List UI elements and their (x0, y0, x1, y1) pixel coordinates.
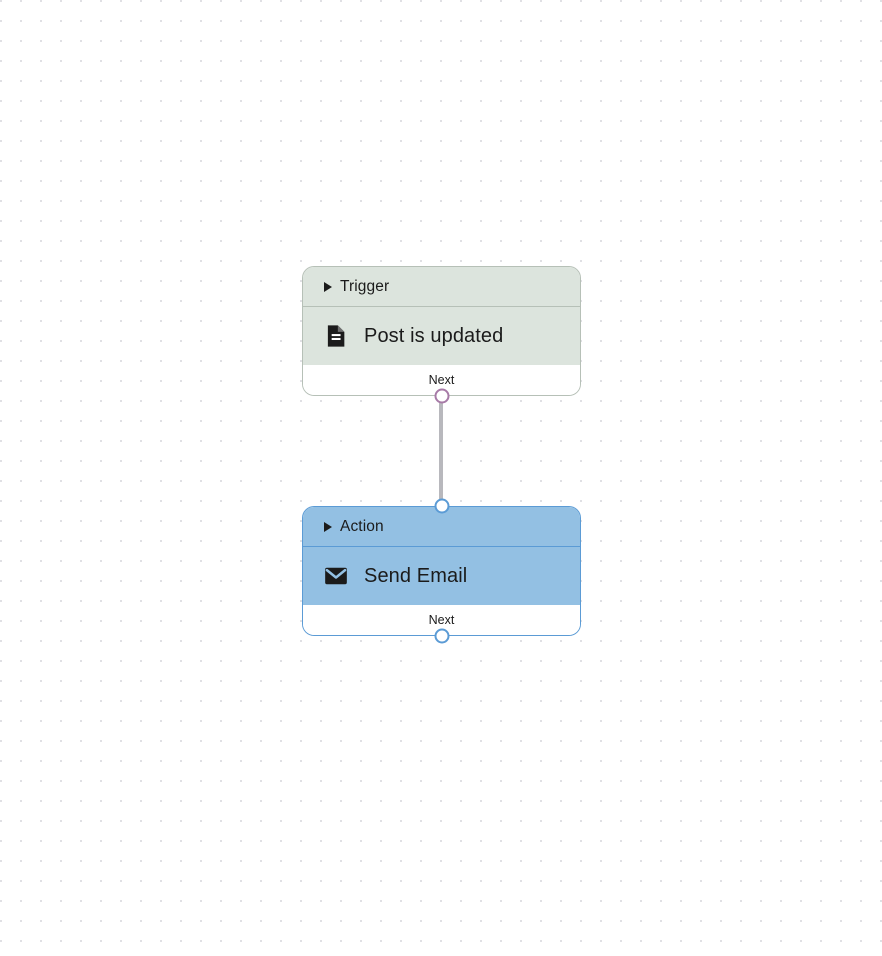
action-node-header[interactable]: Action (303, 507, 580, 547)
chevron-right-icon[interactable] (324, 281, 332, 292)
workflow-node-action[interactable]: Action Send Email Next (302, 498, 581, 644)
trigger-node-frame: Trigger Post is updated Next (302, 266, 581, 396)
trigger-source-handle[interactable] (434, 388, 449, 404)
workflow-node-trigger[interactable]: Trigger Post is updated Next (302, 266, 581, 404)
action-target-handle[interactable] (434, 498, 449, 514)
trigger-node-body[interactable]: Post is updated (303, 307, 580, 365)
trigger-header-label: Trigger (340, 277, 390, 295)
action-next-label: Next (428, 613, 455, 627)
action-body-label: Send Email (364, 564, 468, 587)
trigger-node-header[interactable]: Trigger (303, 267, 580, 307)
action-source-handle[interactable] (434, 628, 449, 644)
trigger-next-label: Next (428, 373, 455, 387)
action-node-frame: Action Send Email Next (302, 506, 581, 636)
envelope-icon (325, 567, 347, 585)
chevron-right-icon[interactable] (324, 521, 332, 532)
action-header-label: Action (340, 517, 384, 535)
action-node-body[interactable]: Send Email (303, 547, 580, 605)
document-icon (327, 325, 345, 347)
edge-trigger-to-action[interactable] (439, 396, 443, 506)
trigger-body-label: Post is updated (364, 324, 504, 347)
